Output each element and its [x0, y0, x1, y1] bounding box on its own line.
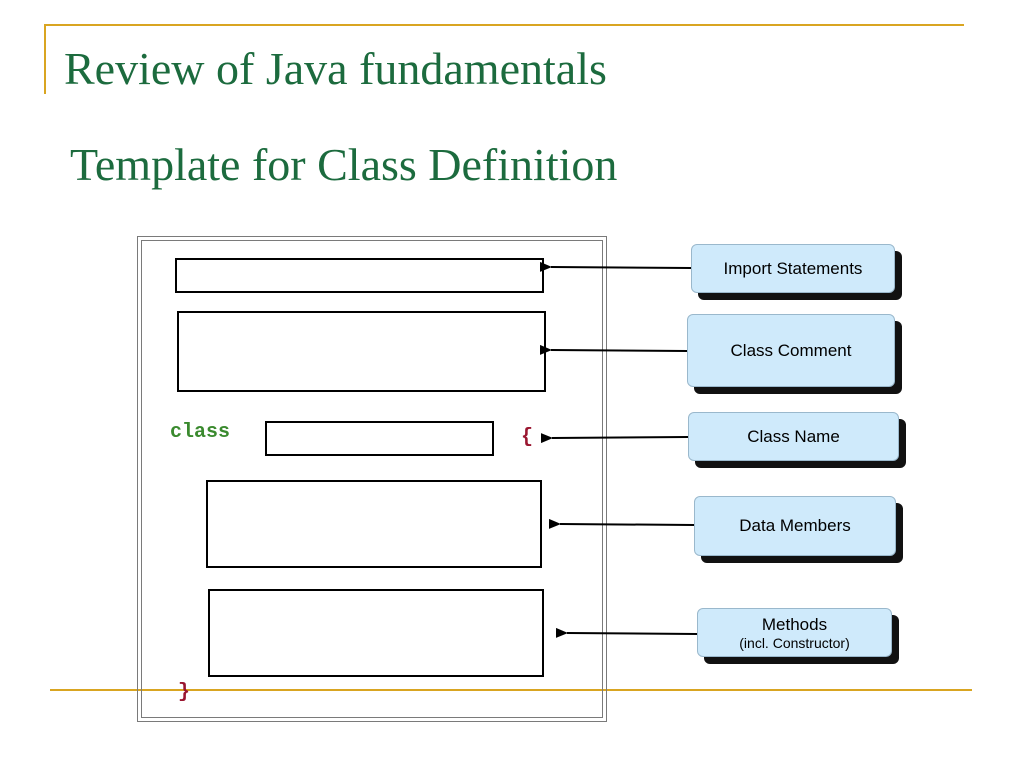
methods-slot [208, 589, 544, 677]
callout-face: Methods (incl. Constructor) [697, 608, 892, 657]
callout-class-comment: Class Comment [687, 314, 902, 394]
callout-label: Data Members [739, 516, 851, 535]
callout-class-name: Class Name [688, 412, 906, 468]
class-name-slot [265, 421, 494, 456]
class-template-frame-inner [141, 240, 603, 718]
callout-label: Methods [761, 614, 828, 634]
open-brace: { [521, 426, 534, 449]
import-arrow [539, 261, 692, 272]
callout-face: Class Name [688, 412, 899, 461]
callout-note: (incl. Constructor) [739, 634, 850, 651]
bottom-accent-line [50, 689, 972, 691]
class-keyword: class [170, 421, 231, 444]
comment-arrow [539, 344, 688, 355]
slide-subtitle: Template for Class Definition [70, 139, 618, 190]
callout-label: Import Statements [723, 258, 863, 278]
callout-label: Class Comment [730, 340, 852, 360]
import-statements-slot [175, 258, 544, 293]
callout-data-members: Data Members [694, 496, 903, 563]
callout-import-statements: Import Statements [691, 244, 902, 300]
methods-arrow [555, 627, 698, 638]
slide-title: Review of Java fundamentals [64, 43, 607, 94]
close-brace: } [178, 681, 191, 704]
data-members-slot [206, 480, 542, 568]
callout-face: Data Members [694, 496, 896, 556]
class-name-arrow [540, 433, 689, 444]
top-accent-line [44, 24, 964, 26]
class-template-frame [137, 236, 607, 722]
left-accent-line [44, 24, 46, 94]
callout-face: Class Comment [687, 314, 895, 387]
data-members-arrow [548, 518, 695, 529]
callout-methods: Methods (incl. Constructor) [697, 608, 899, 664]
callout-label: Class Name [747, 426, 840, 446]
callout-face: Import Statements [691, 244, 895, 293]
